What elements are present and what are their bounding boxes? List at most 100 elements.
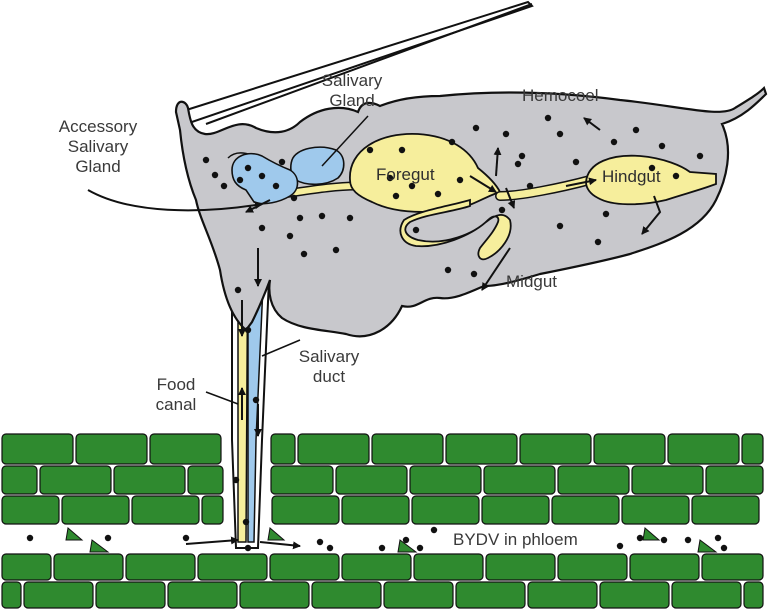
- plant-cell: [631, 465, 704, 495]
- plant-cell: [743, 581, 764, 609]
- virus-particle: [526, 182, 534, 190]
- plant-cell: [667, 433, 740, 465]
- plant-cell: [1, 465, 38, 495]
- virus-particle: [430, 526, 438, 534]
- plant-cell: [61, 495, 130, 525]
- virus-particle: [286, 232, 294, 240]
- plant-cell: [187, 465, 224, 495]
- virus-particle: [234, 286, 242, 294]
- virus-particle: [416, 544, 424, 552]
- virus-particle: [412, 226, 420, 234]
- virus-particle: [408, 182, 416, 190]
- plant-cell: [270, 465, 334, 495]
- virus-particle: [470, 270, 478, 278]
- virus-particle: [366, 146, 374, 154]
- plant-cell: [95, 581, 166, 609]
- plant-cell: [413, 553, 484, 581]
- plant-cell: [593, 433, 666, 465]
- plant-cell: [629, 553, 700, 581]
- virus-particle: [211, 171, 219, 179]
- virus-particle: [326, 544, 334, 552]
- virus-particle: [272, 182, 280, 190]
- virus-particle: [392, 192, 400, 200]
- virus-particle: [594, 238, 602, 246]
- plant-cell: [485, 553, 556, 581]
- plant-cell: [270, 433, 296, 465]
- plant-cell: [271, 495, 340, 525]
- virus-particle: [318, 212, 326, 220]
- plant-cell: [53, 553, 124, 581]
- virus-particle: [236, 176, 244, 184]
- virus-particle: [472, 124, 480, 132]
- plant-cell: [131, 495, 200, 525]
- foregut-shape: [349, 133, 502, 213]
- label-accessory-line-2: Salivary: [67, 137, 129, 156]
- virus-particle: [378, 544, 386, 552]
- label-accessory-line-1: Accessory: [58, 117, 138, 136]
- salivary-gland-shape: [290, 146, 345, 186]
- lower-plant-cells: [1, 553, 764, 609]
- plant-cell: [455, 581, 526, 609]
- virus-particle: [498, 206, 506, 214]
- virus-particle: [258, 224, 266, 232]
- virus-particle: [252, 396, 260, 404]
- label-salivary-gland-line-2: Gland: [329, 91, 375, 110]
- plant-cell: [383, 581, 454, 609]
- plant-cell: [1, 433, 74, 465]
- virus-particle: [448, 138, 456, 146]
- virus-particle: [242, 518, 250, 526]
- virus-particle: [648, 164, 656, 172]
- virus-particle: [244, 544, 252, 552]
- label-food-canal-line-1: Food: [156, 375, 196, 394]
- virus-particle: [26, 534, 34, 542]
- plant-cell: [483, 465, 556, 495]
- virus-particle: [720, 544, 728, 552]
- plant-cell: [481, 495, 550, 525]
- virus-particle: [220, 182, 228, 190]
- plant-cell: [671, 581, 742, 609]
- virus-particle: [244, 164, 252, 172]
- plant-cell: [599, 581, 670, 609]
- virus-particle: [444, 266, 452, 274]
- virus-particle: [572, 158, 580, 166]
- plant-cell: [705, 465, 764, 495]
- plant-cell: [75, 433, 148, 465]
- plant-cell: [335, 465, 408, 495]
- plant-cell: [197, 553, 268, 581]
- plant-tissue: [0, 432, 769, 609]
- virus-particle: [684, 536, 692, 544]
- plant-cell: [149, 433, 222, 465]
- virus-particles: [26, 114, 728, 552]
- virus-particle: [278, 158, 286, 166]
- label-salivary-duct: Salivary duct: [286, 347, 372, 387]
- virus-particle: [300, 250, 308, 258]
- plant-cell: [1, 495, 60, 525]
- virus-particle: [434, 190, 442, 198]
- virus-particle: [696, 152, 704, 160]
- label-food-canal: Food canal: [134, 375, 218, 415]
- virus-particle: [636, 534, 644, 542]
- label-food-canal-line-2: canal: [155, 395, 197, 414]
- virus-particle: [316, 538, 324, 546]
- plant-cell: [297, 433, 370, 465]
- plant-cell: [311, 581, 382, 609]
- plant-cell: [113, 465, 186, 495]
- plant-cell: [621, 495, 690, 525]
- virus-particle: [556, 130, 564, 138]
- virus-particle: [518, 152, 526, 160]
- plant-cell: [23, 581, 94, 609]
- label-salivary-duct-line-1: Salivary: [298, 347, 360, 366]
- virus-particle: [290, 194, 298, 202]
- plant-cell: [741, 433, 764, 465]
- movement-arrows: [87, 117, 662, 550]
- virus-particle: [602, 210, 610, 218]
- plant-cell: [39, 465, 112, 495]
- plant-cell: [167, 581, 238, 609]
- plant-cell: [201, 495, 224, 525]
- hindgut-shape: [585, 154, 717, 206]
- virus-particle: [332, 246, 340, 254]
- virus-particle: [398, 146, 406, 154]
- virus-particle: [714, 534, 722, 542]
